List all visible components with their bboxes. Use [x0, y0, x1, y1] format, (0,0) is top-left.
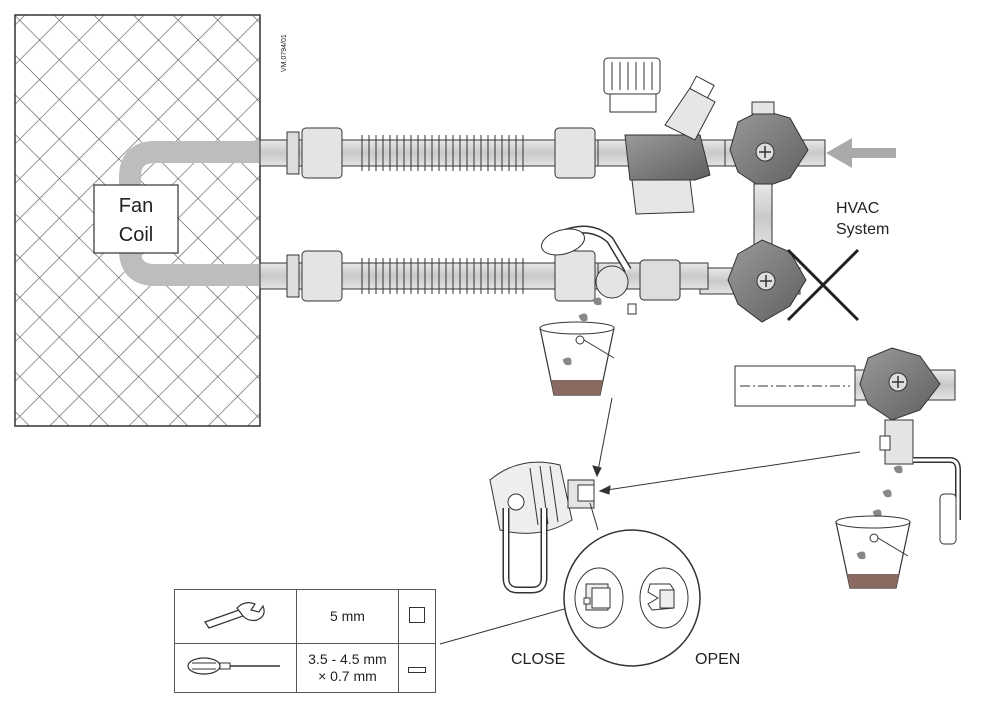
drain-bucket-2: [835, 515, 911, 589]
drain-valve-closeup: [489, 461, 595, 594]
lower-cross-valve: [699, 239, 807, 323]
valve-detail-circle: [563, 529, 701, 667]
tool-icon-cell: [173, 642, 298, 694]
open-label: OPEN: [695, 651, 740, 668]
slot-symbol-icon: [407, 666, 426, 673]
screwdriver-icon: [187, 657, 280, 675]
fan-coil-unit: Fan Coil: [14, 14, 261, 427]
fan-coil-label-box: [93, 184, 179, 254]
tool-row-wrench: 5 mm: [173, 589, 437, 644]
upper-cross-valve: [724, 101, 826, 189]
tool-symbol-cell: [397, 589, 437, 644]
drawing-id: VM.0794/01: [281, 34, 288, 72]
drain-bucket-1: [539, 321, 615, 396]
close-position-key-icon: [583, 583, 611, 611]
fan-coil-label-line1: Fan: [119, 195, 153, 217]
hvac-label-line1: HVAC: [836, 200, 879, 217]
tool-size-cell: 5 mm: [296, 589, 399, 644]
tool-row-screwdriver: 3.5 - 4.5 mm × 0.7 mm: [173, 642, 437, 694]
drain-valve: [541, 225, 709, 315]
upper-flex-hose: [259, 127, 601, 179]
tool-size-line: 3.5 - 4.5 mm: [308, 650, 387, 667]
balancing-valve: [597, 57, 739, 215]
tool-icon-cell: [173, 589, 298, 644]
fan-coil-label-line2: Coil: [119, 224, 153, 246]
tool-size-line: × 0.7 mm: [318, 667, 377, 684]
tool-table: 5 mm 3.5 - 4.5 mm × 0.7 mm: [173, 589, 437, 694]
square-key-symbol-icon: [408, 606, 425, 623]
close-label: CLOSE: [511, 651, 565, 668]
tool-size-cell: 3.5 - 4.5 mm × 0.7 mm: [296, 642, 399, 694]
tool-symbol-cell: [397, 642, 437, 694]
lower-flex-hose: [259, 250, 601, 302]
hvac-label-line2: System: [836, 221, 889, 238]
wrench-icon: [203, 601, 265, 629]
valve-detail-right: [734, 347, 961, 545]
tool-size-line: 5 mm: [329, 607, 365, 624]
open-position-key-icon: [647, 583, 675, 611]
blocked-connection-x-icon: [786, 248, 860, 322]
flow-arrow-icon: [826, 138, 896, 168]
